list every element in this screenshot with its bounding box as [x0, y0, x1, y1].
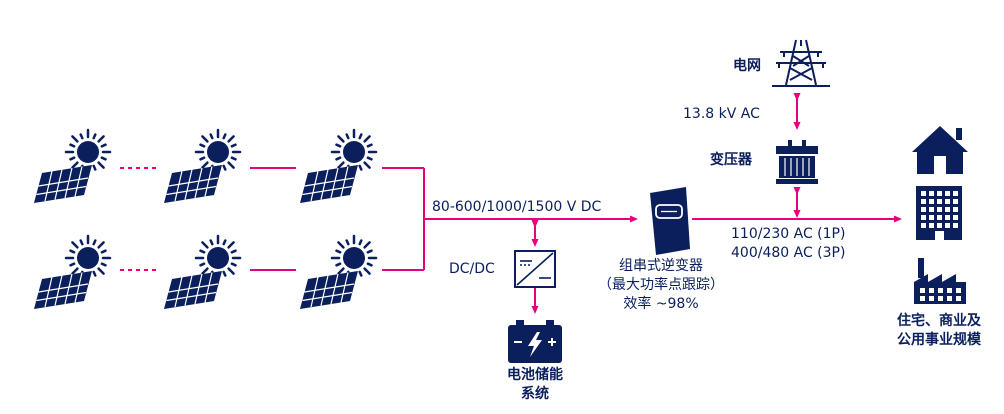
consumers-label-1: 住宅、商业及	[897, 313, 981, 329]
house-icon	[912, 126, 968, 174]
transformer-icon	[776, 140, 818, 184]
inverter-label-2: （最大功率点跟踪）	[598, 277, 724, 293]
battery-label-1: 电池储能	[507, 367, 563, 383]
ac-1p-label: 110/230 AC (1P)	[731, 226, 846, 242]
battery-label-2: 系统	[521, 386, 549, 402]
solar-module-3	[299, 128, 378, 204]
consumers-label-2: 公用事业规模	[897, 332, 981, 348]
inverter-label-1: 组串式逆变器	[619, 258, 703, 274]
solar-module-2	[163, 128, 242, 204]
ac-3p-label: 400/480 AC (3P)	[731, 245, 846, 261]
grid-label: 电网	[733, 58, 761, 74]
solar-module-5	[163, 234, 242, 310]
office-building-icon	[916, 186, 962, 240]
power-tower-icon	[772, 39, 830, 87]
dcdc-converter-icon	[514, 250, 556, 288]
factory-icon	[914, 258, 966, 304]
transformer-label: 变压器	[710, 152, 752, 168]
dc-voltage-label: 80-600/1000/1500 V DC	[432, 199, 602, 215]
solar-module-6	[299, 234, 378, 310]
grid-voltage-label: 13.8 kV AC	[683, 106, 760, 122]
battery-icon	[508, 320, 562, 363]
inverter-icon	[650, 187, 690, 255]
solar-module-4	[33, 234, 112, 310]
inverter-label-3: 效率 ~98%	[623, 296, 699, 312]
string-wiring	[120, 167, 425, 271]
dcdc-label: DC/DC	[449, 261, 495, 277]
solar-module-1	[33, 128, 112, 204]
